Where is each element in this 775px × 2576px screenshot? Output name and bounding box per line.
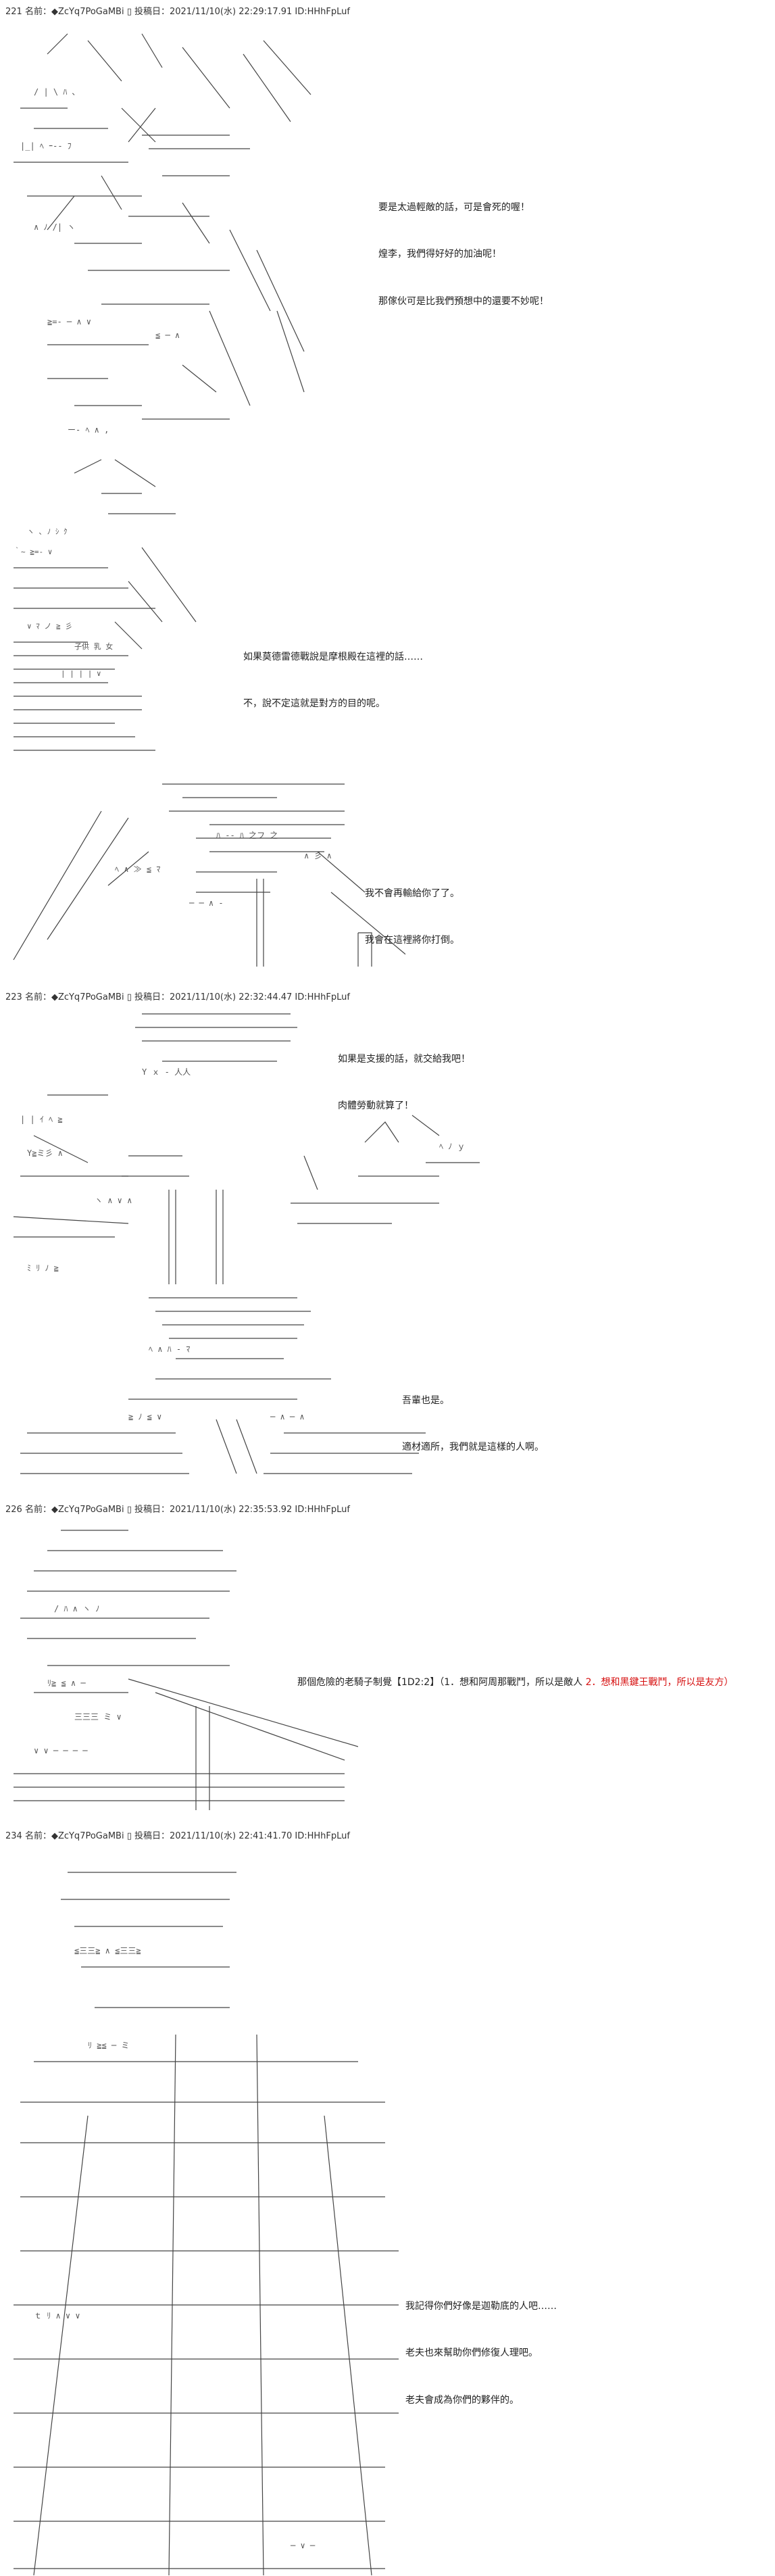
dialogue-line: 我會在這裡將你打倒。 bbox=[365, 935, 459, 946]
svg-text:ﾊ ‐‐ ﾊ 之フ 之: ﾊ ‐‐ ﾊ 之フ 之 bbox=[216, 831, 278, 840]
svg-text:/ ﾊ ∧ ヽ ﾉ: / ﾊ ∧ ヽ ﾉ bbox=[54, 1604, 99, 1613]
svg-text:ﾍ ﾉ ｙ: ﾍ ﾉ ｙ bbox=[439, 1142, 465, 1151]
ascii-art-figure-1: / | \ ﾊ ､ |_| ﾍ ｰ‐‐ ﾌ ∧ ﾉ /| ヽ ≧=‐ ─ ∧ ∨… bbox=[7, 27, 324, 446]
dialogue-line: 我不會再輸給你了了。 bbox=[365, 888, 459, 900]
dialogue-line: 那傢伙可是比我們預想中的還要不妙呢！ bbox=[378, 295, 549, 307]
ascii-art-figure-7: ≦三三≧ ∧ ≦三三≧ ﾘ ≧≦ ─ ミ ｔ ﾘ ∧ ∨ ∨ ─ ∨ ─ bbox=[7, 1845, 405, 2575]
svg-text:子供 乳 女: 子供 乳 女 bbox=[74, 641, 113, 651]
ascii-art-figure-4: Y ｘ ‐ 人人 | | ｲ ﾍ ≧ Y≧ミ彡 ∧ ヽ ∧ ∨ ∧ ﾍ ﾉ ｙ … bbox=[7, 1000, 507, 1284]
svg-text:ー‐ ﾍ ∧ ,: ー‐ ﾍ ∧ , bbox=[68, 425, 109, 435]
post-header-234: 234 名前：◆ZcYq7PoGaMBi ▯ 投稿日：2021/11/10(水)… bbox=[5, 1831, 350, 1841]
svg-text:─ ∧ ─ ∧: ─ ∧ ─ ∧ bbox=[270, 1412, 305, 1421]
svg-text:∨ ∨ ─ ─ ─ ─: ∨ ∨ ─ ─ ─ ─ bbox=[34, 1746, 88, 1755]
svg-text:|_| ﾍ ｰ‐‐ ﾌ: |_| ﾍ ｰ‐‐ ﾌ bbox=[20, 141, 72, 151]
post-header-221: 221 名前：◆ZcYq7PoGaMBi ▯ 投稿日：2021/11/10(水)… bbox=[5, 7, 350, 17]
svg-text:Y ｘ ‐ 人人: Y ｘ ‐ 人人 bbox=[142, 1067, 191, 1077]
dialogue-line: 那個危險的老騎子制覺【1D2:2】（1．想和阿周那戰鬥，所以是敵人 2．想和黑鍵… bbox=[297, 1675, 734, 1691]
dialogue-line: 肉體勞動就算了！ bbox=[338, 1100, 414, 1112]
dialogue-choice-1: 那個危險的老騎子制覺【1D2:2】（1．想和阿周那戰鬥，所以是敵人 bbox=[297, 1677, 586, 1688]
post-header-226: 226 名前：◆ZcYq7PoGaMBi ▯ 投稿日：2021/11/10(水)… bbox=[5, 1505, 350, 1515]
dialogue-line: 如果是支援的話，就交給我吧！ bbox=[338, 1054, 470, 1065]
svg-text:≦ ─ ∧: ≦ ─ ∧ bbox=[155, 331, 180, 340]
svg-text:｀~ ≧=‐ ∨: ｀~ ≧=‐ ∨ bbox=[14, 546, 52, 556]
dialogue-box-6: 那個危險的老騎子制覺【1D2:2】（1．想和阿周那戰鬥，所以是敵人 2．想和黑鍵… bbox=[297, 1644, 734, 1706]
svg-text:ﾘ≧ ≦ ∧ ─: ﾘ≧ ≦ ∧ ─ bbox=[47, 1678, 86, 1688]
dialogue-line: 吾輩也是。 bbox=[402, 1395, 449, 1407]
svg-text:∧ 彡 ∧: ∧ 彡 ∧ bbox=[304, 851, 332, 860]
svg-text:| | | | ∨: | | | | ∨ bbox=[61, 669, 101, 678]
dialogue-box-2: 如果莫德雷德戰說是摩根殿在這裡的話…… 不，說不定這就是對方的目的呢。 bbox=[243, 618, 423, 728]
svg-text:ｔ ﾘ ∧ ∨ ∨: ｔ ﾘ ∧ ∨ ∨ bbox=[34, 2311, 80, 2320]
svg-text:─ ∨ ─: ─ ∨ ─ bbox=[290, 2541, 316, 2550]
dialogue-box-1: 要是太過輕敵的話，可是會死的喔！ 煌李，我們得好好的加油呢！ 那傢伙可是比我們預… bbox=[378, 169, 549, 325]
svg-text:∨ ﾏ ノ ≧ 彡: ∨ ﾏ ノ ≧ 彡 bbox=[27, 622, 72, 631]
svg-text:ヽ ∧ ∨ ∧: ヽ ∧ ∨ ∧ bbox=[95, 1196, 132, 1205]
dialogue-line: 要是太過輕敵的話，可是會死的喔！ bbox=[378, 202, 530, 214]
dialogue-box-7: 我記得你們好像是迦勒底的人吧…… 老夫也來幫助你們修復人理吧。 老夫會成為你們的… bbox=[405, 2268, 557, 2424]
svg-text:≧=‐ ─ ∧ ∨: ≧=‐ ─ ∧ ∨ bbox=[47, 317, 91, 326]
svg-text:ﾍ ∧ ﾊ ‐ ﾏ: ﾍ ∧ ﾊ ‐ ﾏ bbox=[149, 1344, 190, 1354]
post-header-223: 223 名前：◆ZcYq7PoGaMBi ▯ 投稿日：2021/11/10(水)… bbox=[5, 992, 350, 1002]
svg-text:ヽ ､ ﾉ ｼ ｸ: ヽ ､ ﾉ ｼ ｸ bbox=[27, 527, 68, 536]
svg-text:≧ ﾉ ≦ ∨: ≧ ﾉ ≦ ∨ bbox=[128, 1412, 161, 1421]
dialogue-line: 老夫會成為你們的夥伴的。 bbox=[405, 2394, 519, 2406]
dialogue-line: 煌李，我們得好好的加油呢！ bbox=[378, 249, 501, 260]
svg-text:Y≧ミ彡 ∧: Y≧ミ彡 ∧ bbox=[27, 1148, 63, 1158]
svg-text:ﾍ ∧ ≫ ≦ ﾏ: ﾍ ∧ ≫ ≦ ﾏ bbox=[115, 865, 160, 874]
dialogue-box-3: 我不會再輸給你了了。 我會在這裡將你打倒。 bbox=[365, 855, 459, 965]
dialogue-line: 老夫也來幫助你們修復人理吧。 bbox=[405, 2348, 538, 2359]
ascii-art-figure-2: ヽ ､ ﾉ ｼ ｸ ｀~ ≧=‐ ∨ ∨ ﾏ ノ ≧ 彡 子供 乳 女 | | … bbox=[7, 446, 216, 764]
dialogue-line: 適材適所，我們就是這樣的人啊。 bbox=[402, 1442, 544, 1453]
ascii-art-figure-3: ﾊ ‐‐ ﾊ 之フ 之 ﾍ ∧ ≫ ≦ ﾏ ∧ 彡 ∧ ─ ─ ∧ ‐ bbox=[7, 771, 405, 967]
svg-text:∧ ﾉ /| ヽ: ∧ ﾉ /| ヽ bbox=[34, 222, 75, 232]
ascii-art-figure-5: ﾍ ∧ ﾊ ‐ ﾏ ≧ ﾉ ≦ ∨ ─ ∧ ─ ∧ bbox=[14, 1284, 432, 1484]
dialogue-line: 如果莫德雷德戰說是摩根殿在這裡的話…… bbox=[243, 652, 423, 663]
dialogue-line: 不，說不定這就是對方的目的呢。 bbox=[243, 698, 385, 710]
svg-text:≦三三≧ ∧ ≦三三≧: ≦三三≧ ∧ ≦三三≧ bbox=[74, 1946, 141, 1955]
svg-text:ﾘ ≧≦ ─ ミ: ﾘ ≧≦ ─ ミ bbox=[88, 2041, 129, 2050]
svg-text:─ ─ ∧ ‐: ─ ─ ∧ ‐ bbox=[189, 898, 224, 908]
dialogue-line: 我記得你們好像是迦勒底的人吧…… bbox=[405, 2301, 557, 2312]
svg-text:ﾐ ﾘ ﾉ ≧: ﾐ ﾘ ﾉ ≧ bbox=[27, 1263, 59, 1273]
svg-text:| | ｲ ﾍ ≧: | | ｲ ﾍ ≧ bbox=[20, 1115, 63, 1124]
svg-text:三三三 ミ ∨: 三三三 ミ ∨ bbox=[74, 1712, 122, 1722]
svg-text:/ | \ ﾊ ､: / | \ ﾊ ､ bbox=[34, 87, 76, 97]
dialogue-choice-2: 2．想和黑鍵王戰鬥，所以是友方） bbox=[585, 1677, 734, 1688]
ascii-art-figure-6: / ﾊ ∧ ヽ ﾉ ﾘ≧ ≦ ∧ ─ 三三三 ミ ∨ ∨ ∨ ─ ─ ─ ─ bbox=[7, 1517, 358, 1810]
dialogue-box-4: 如果是支援的話，就交給我吧！ 肉體勞動就算了！ bbox=[338, 1021, 470, 1130]
dialogue-box-5: 吾輩也是。 適材適所，我們就是這樣的人啊。 bbox=[402, 1362, 544, 1472]
